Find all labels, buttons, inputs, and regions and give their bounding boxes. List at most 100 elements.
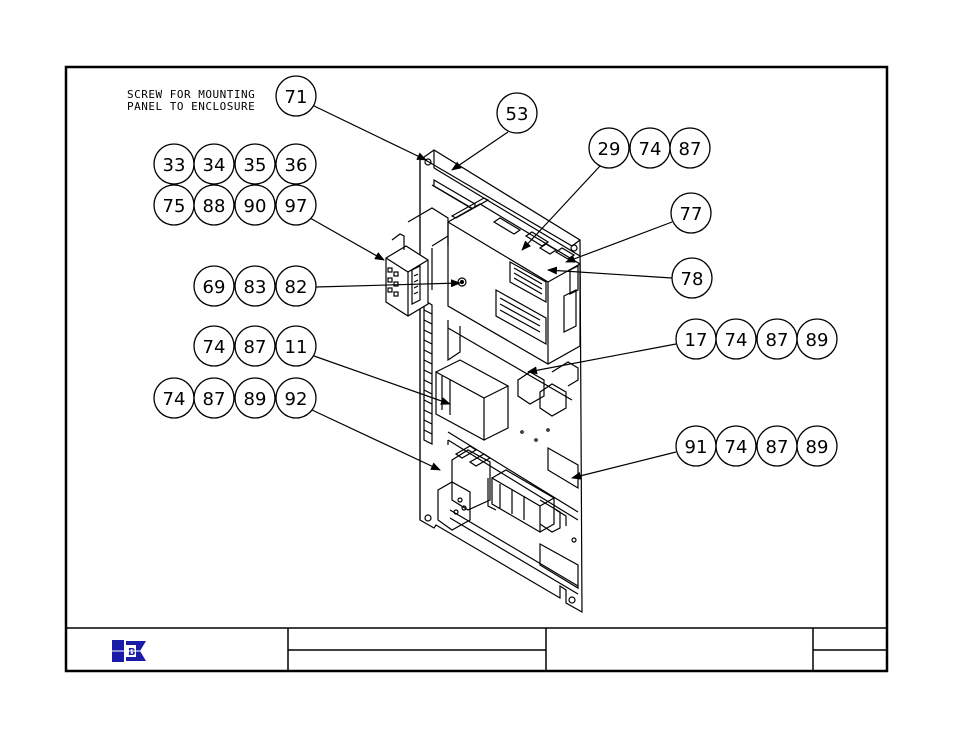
balloon-circle [234, 377, 276, 419]
leader-77 [565, 221, 673, 263]
balloon-87: 87 [669, 127, 711, 169]
balloon-circle [234, 143, 276, 185]
balloon-label: 90 [244, 196, 267, 217]
balloon-circle [193, 265, 235, 307]
balloon-74: 74 [193, 325, 235, 367]
company-logo-icon: B [110, 640, 150, 662]
balloon-74: 74 [629, 127, 671, 169]
balloon-77: 77 [670, 192, 712, 234]
balloon-label: 71 [285, 87, 308, 108]
balloon-label: 74 [163, 389, 186, 410]
leader-17 [527, 343, 677, 375]
balloon-label: 33 [163, 155, 186, 176]
balloon-97: 97 [275, 184, 317, 226]
balloon-label: 87 [203, 389, 226, 410]
balloon-label: 17 [685, 330, 708, 351]
balloon-circle [275, 265, 317, 307]
balloon-circle [796, 425, 838, 467]
balloon-circle [275, 75, 317, 117]
balloon-36: 36 [275, 143, 317, 185]
balloon-33: 33 [153, 143, 195, 185]
balloon-17: 17 [675, 318, 717, 360]
balloon-circle [669, 127, 711, 169]
leader-91 [571, 451, 677, 480]
leader-71 [309, 103, 427, 161]
balloon-label: 34 [203, 155, 226, 176]
balloon-34: 34 [193, 143, 235, 185]
leader-92 [311, 409, 441, 471]
note-line-1: SCREW FOR MOUNTING [127, 88, 255, 101]
balloon-circle [496, 92, 538, 134]
balloon-78: 78 [671, 257, 713, 299]
balloon-label: 36 [285, 155, 308, 176]
balloon-89: 89 [796, 318, 838, 360]
leader-29 [521, 165, 601, 251]
leader-69 [315, 279, 461, 288]
leader-lines [309, 103, 677, 480]
balloon-circle [234, 184, 276, 226]
balloon-label: 87 [766, 330, 789, 351]
balloon-circle [671, 257, 713, 299]
balloon-label: 83 [244, 277, 267, 298]
leader-11 [313, 355, 451, 405]
balloon-label: 74 [203, 337, 226, 358]
balloon-label: 89 [244, 389, 267, 410]
balloon-74: 74 [715, 425, 757, 467]
balloon-82: 82 [275, 265, 317, 307]
balloon-circle [234, 265, 276, 307]
balloon-89: 89 [796, 425, 838, 467]
balloon-69: 69 [193, 265, 235, 307]
balloon-label: 87 [679, 139, 702, 160]
balloon-circle [275, 143, 317, 185]
balloon-75: 75 [153, 184, 195, 226]
balloon-label: 74 [725, 437, 748, 458]
balloon-label: 88 [203, 196, 226, 217]
balloon-label: 87 [244, 337, 267, 358]
balloon-label: 35 [244, 155, 267, 176]
balloon-92: 92 [275, 377, 317, 419]
balloon-label: 75 [163, 196, 186, 217]
leader-33 [309, 217, 385, 261]
balloon-74: 74 [715, 318, 757, 360]
balloon-label: 87 [766, 437, 789, 458]
balloon-83: 83 [234, 265, 276, 307]
balloon-88: 88 [193, 184, 235, 226]
balloon-35: 35 [234, 143, 276, 185]
svg-text:B: B [128, 647, 136, 658]
leader-53 [451, 131, 509, 171]
balloon-87: 87 [756, 425, 798, 467]
balloon-circle [796, 318, 838, 360]
balloon-label: 89 [806, 330, 829, 351]
balloon-label: 11 [285, 337, 308, 358]
balloon-90: 90 [234, 184, 276, 226]
balloon-53: 53 [496, 92, 538, 134]
balloon-circle [275, 184, 317, 226]
balloon-29: 29 [588, 127, 630, 169]
balloon-87: 87 [193, 377, 235, 419]
balloon-11: 11 [275, 325, 317, 367]
balloon-label: 91 [685, 437, 708, 458]
note-line-2: PANEL TO ENCLOSURE [127, 100, 255, 113]
balloon-91: 91 [675, 425, 717, 467]
drawing-border [64, 65, 889, 673]
balloon-87: 87 [756, 318, 798, 360]
title-block [66, 627, 887, 671]
balloon-circle [670, 192, 712, 234]
balloon-label: 53 [506, 104, 529, 125]
balloon-label: 92 [285, 389, 308, 410]
balloon-circle [193, 184, 235, 226]
balloon-89: 89 [234, 377, 276, 419]
balloon-label: 89 [806, 437, 829, 458]
balloon-circle [275, 325, 317, 367]
balloon-label: 97 [285, 196, 308, 217]
balloon-circle [193, 377, 235, 419]
balloon-circle [234, 325, 276, 367]
balloon-74: 74 [153, 377, 195, 419]
balloon-circle [588, 127, 630, 169]
balloon-circle [275, 377, 317, 419]
balloon-label: 77 [680, 204, 703, 225]
panel-assembly [385, 149, 583, 614]
balloon-circle [193, 325, 235, 367]
